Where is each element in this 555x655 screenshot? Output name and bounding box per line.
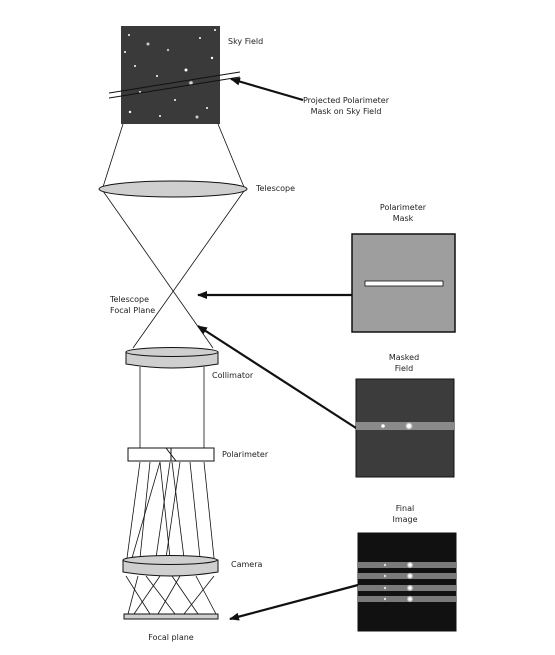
sky-field-panel [108,26,241,124]
telescope-label: Telescope [255,184,295,193]
focal-plane-label: Focal plane [148,633,194,642]
sky-field-stars [124,29,216,119]
telescope-focal-plane-label-line1: Telescope [109,295,149,304]
telescope-light-path [102,123,245,349]
projected-mask-label-line2: Mask on Sky Field [311,107,382,116]
split-beams [126,461,215,559]
final-image-stars [383,561,414,603]
collimator-label: Collimator [212,371,254,380]
final-image-label-line1: Final [396,504,414,513]
final-image-label-line2: Image [392,515,417,524]
masked-field-label-line2: Field [395,364,413,373]
final-image-to-focal-plane-arrow [229,583,359,621]
projected-mask-arrow [230,77,304,102]
polarimeter-mask-label-line1: Polarimeter [380,203,427,212]
camera-to-focal-plane-rays [125,575,217,615]
masked-field-label-line1: Masked [389,353,419,362]
focal-plane-detector [123,613,219,620]
polarimeter-element [127,447,215,462]
camera-lens [122,555,219,577]
polarimeter-mask-label-line2: Mask [393,214,414,223]
sky-field-label: Sky Field [228,37,263,46]
polarimeter-label: Polarimeter [222,450,269,459]
telescope-lens [98,180,248,198]
masked-field-panel [355,378,455,478]
final-image-panel [357,532,457,632]
projected-mask-lines [108,71,241,99]
mask-slit [364,280,444,287]
polarimeter-mask-panel [351,233,456,333]
collimator [125,347,219,369]
projected-mask-label-line1: Projected Polarimeter [303,96,390,105]
masked-field-to-focal-plane-arrow [197,325,357,429]
collimated-beam [139,367,205,448]
camera-label: Camera [231,560,262,569]
telescope-focal-plane-label-line2: Focal Plane [110,306,155,315]
